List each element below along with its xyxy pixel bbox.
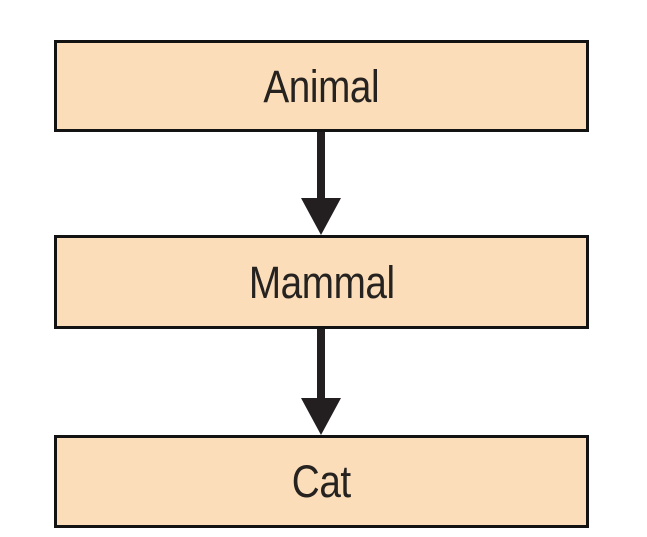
arrowhead-down-icon — [301, 198, 341, 235]
node-cat-label: Cat — [292, 456, 351, 507]
node-animal: Animal — [54, 40, 589, 132]
arrow-shaft — [317, 329, 325, 402]
arrowhead-down-icon — [301, 398, 341, 435]
arrow-shaft — [317, 132, 325, 202]
node-cat: Cat — [54, 435, 589, 528]
node-animal-label: Animal — [263, 60, 380, 112]
node-mammal-label: Mammal — [248, 256, 395, 308]
node-mammal: Mammal — [54, 235, 589, 329]
